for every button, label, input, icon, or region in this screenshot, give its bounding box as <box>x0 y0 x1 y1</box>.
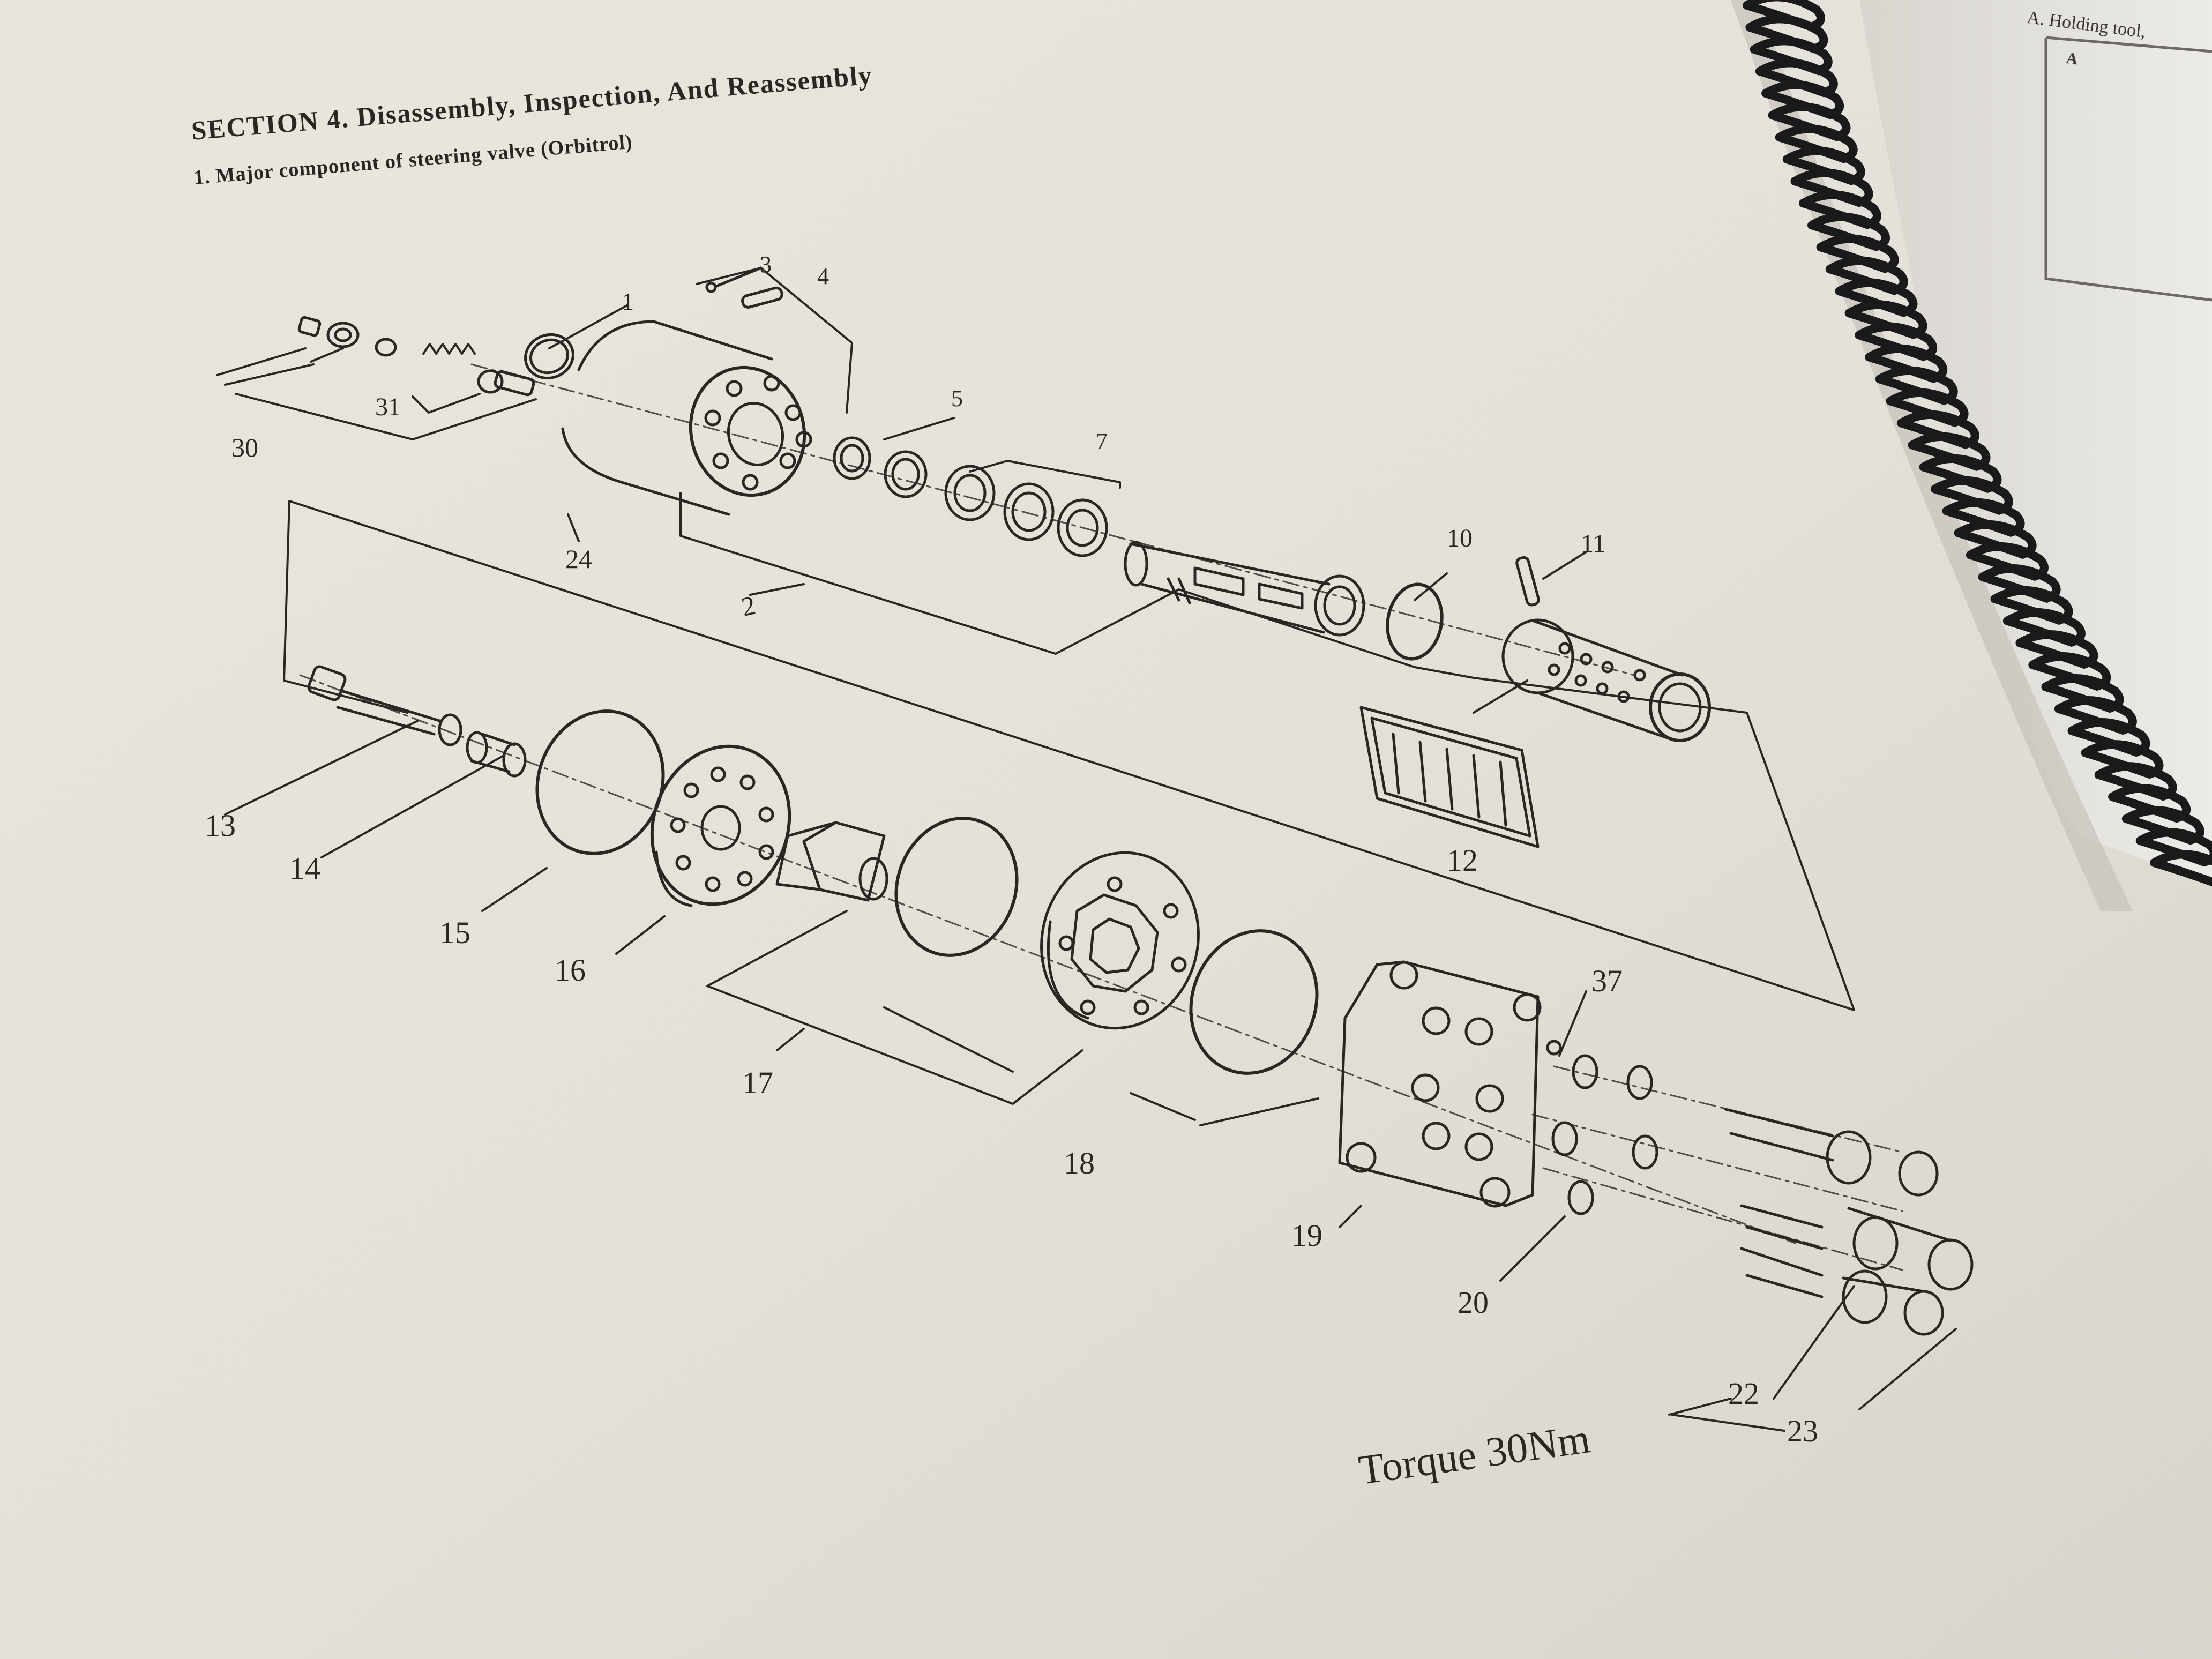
binding-coil <box>1908 432 1991 471</box>
pin-part-11 <box>1515 556 1540 607</box>
binding-coil <box>1745 14 1828 54</box>
binding-coil <box>1919 454 2002 494</box>
sleeve-part <box>1501 618 1711 742</box>
binding-coil <box>1966 542 2049 581</box>
callout-10: 10 <box>1447 524 1473 552</box>
binding-coil <box>1807 212 1890 251</box>
check-ball-part-37 <box>1546 1040 1562 1056</box>
binding-coil <box>1942 498 2025 537</box>
torque-note: Torque 30Nm <box>1356 1415 1593 1493</box>
gear-set-part-18 <box>1040 851 1200 1030</box>
next-page-box-label: A <box>2065 49 2079 69</box>
leader-lines <box>216 267 1957 1432</box>
callout-20: 20 <box>1458 1285 1489 1320</box>
centerlines <box>299 363 1903 1271</box>
binding-coil <box>1954 520 2037 559</box>
spacer-part-14 <box>466 731 527 778</box>
binding-coil <box>2015 630 2098 669</box>
callout-22: 22 <box>1728 1376 1759 1411</box>
plug-and-spring-parts <box>297 316 535 397</box>
binding-coil <box>1875 366 1958 405</box>
binding-coil <box>1750 36 1833 76</box>
binding-coil <box>1761 80 1844 119</box>
binding-coil <box>1978 564 2061 603</box>
callout-4: 4 <box>817 263 829 289</box>
callout-19: 19 <box>1291 1218 1322 1253</box>
binding-coil <box>1930 476 2013 515</box>
callout-11: 11 <box>1581 529 1605 558</box>
binding-coil <box>1990 586 2073 625</box>
callout-5: 5 <box>951 385 963 412</box>
binding-coil <box>2094 762 2177 801</box>
binding-coil <box>1775 124 1858 163</box>
oring-part-15 <box>535 709 665 855</box>
callout-17: 17 <box>742 1065 773 1100</box>
centering-springs-part-12 <box>1359 706 1540 848</box>
spiral-binding <box>1743 0 2212 887</box>
oring-part-18 <box>1189 929 1319 1075</box>
binding-coil <box>1865 344 1948 383</box>
cardan-shaft-part-13 <box>307 665 462 746</box>
valve-housing-part-2 <box>561 320 812 516</box>
seal-rings-5-7 <box>833 436 1108 557</box>
binding-coil <box>2150 850 2212 887</box>
check-valve-parts-3-4 <box>705 266 783 309</box>
binding-coil <box>1816 234 1899 273</box>
callout-23: 23 <box>1787 1414 1818 1448</box>
binding-coil <box>2121 806 2204 845</box>
binding-coil <box>1782 146 1865 185</box>
end-cap-part-19 <box>1338 960 1542 1208</box>
callout-labels: 1 2 3 4 5 7 10 11 12 13 14 15 16 17 18 1… <box>205 251 1818 1493</box>
next-page-box <box>2044 36 2212 302</box>
binding-coil <box>1825 256 1908 295</box>
callout-13: 13 <box>205 808 236 843</box>
binding-coil <box>2135 828 2212 867</box>
binding-coil <box>1755 58 1838 98</box>
callout-24: 24 <box>565 544 592 574</box>
binding-coil <box>1768 102 1851 141</box>
callout-3: 3 <box>760 251 772 278</box>
ring-part-10 <box>1386 582 1444 661</box>
right-page-paper <box>1859 0 2212 884</box>
callout-16: 16 <box>555 953 586 988</box>
binding-coil <box>1855 322 1938 361</box>
callout-31: 31 <box>375 393 401 421</box>
binding-coil <box>1886 388 1969 427</box>
distributor-plate-part-16 <box>650 744 791 907</box>
binding-coil <box>1896 410 1979 449</box>
binding-coil <box>2028 652 2111 691</box>
binding-coil <box>2002 608 2086 647</box>
binding-coil <box>1835 278 1918 317</box>
binding-coil <box>2041 674 2124 713</box>
binding-coil <box>1790 168 1873 207</box>
callout-1: 1 <box>622 288 634 315</box>
binding-coil <box>1844 300 1927 339</box>
oring-part-17 <box>894 817 1019 957</box>
callout-30: 30 <box>231 432 258 462</box>
binding-coil <box>2067 718 2150 757</box>
callout-18: 18 <box>1064 1146 1095 1180</box>
binding-coil <box>2054 696 2137 735</box>
callout-14: 14 <box>289 851 320 886</box>
small-orings-part-20 <box>1551 1054 1658 1215</box>
binding-coil <box>2108 784 2191 823</box>
callout-7: 7 <box>1096 428 1108 454</box>
oring-part-1 <box>524 333 574 380</box>
binding-coil <box>1798 190 1881 229</box>
spool-part <box>1124 541 1365 637</box>
spacer-block-part-17 <box>775 821 888 902</box>
callout-12: 12 <box>1447 843 1478 878</box>
callout-37: 37 <box>1591 963 1623 998</box>
binding-coil <box>1743 0 1825 32</box>
binding-coil <box>2081 740 2164 779</box>
callout-15: 15 <box>439 915 470 950</box>
bolts-part-22-23 <box>1724 1108 1974 1336</box>
